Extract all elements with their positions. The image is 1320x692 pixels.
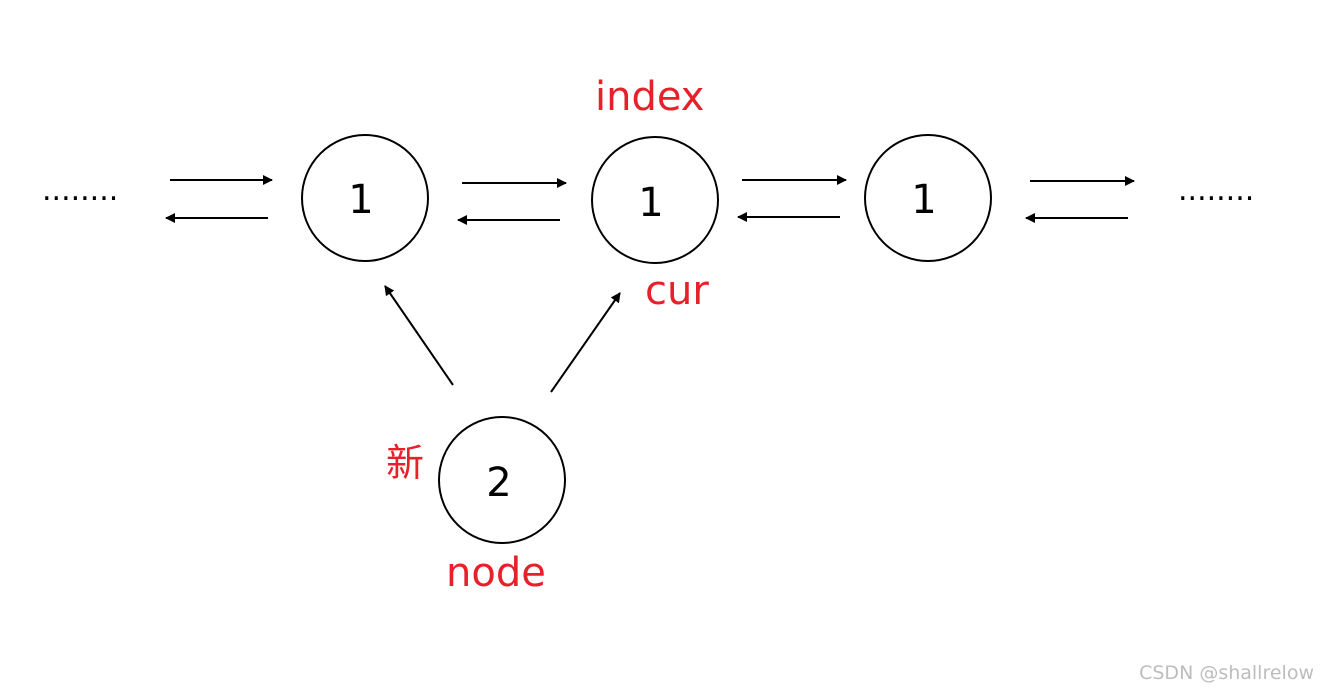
list-node-left-value: 1: [348, 177, 373, 223]
new-node-value: 2: [486, 460, 511, 506]
new-node-prev-arrow: [384, 285, 454, 386]
watermark-text: CSDN @shallrelow: [1139, 662, 1314, 684]
right-ellipsis: ........: [1178, 173, 1254, 208]
list-node-index-circle: [591, 136, 719, 264]
node-label: node: [446, 550, 546, 596]
left-ellipsis: ........: [42, 173, 118, 208]
index-label: index: [595, 74, 704, 120]
list-node-right-circle: [864, 134, 992, 262]
list-node-index-value: 1: [638, 180, 663, 226]
list-node-right-value: 1: [911, 177, 936, 223]
cur-label: cur: [645, 268, 709, 314]
list-node-left-circle: [301, 134, 429, 262]
new-node-circle: [438, 416, 566, 544]
new-node-next-arrow: [550, 292, 621, 393]
new-char-label: 新: [386, 441, 424, 485]
